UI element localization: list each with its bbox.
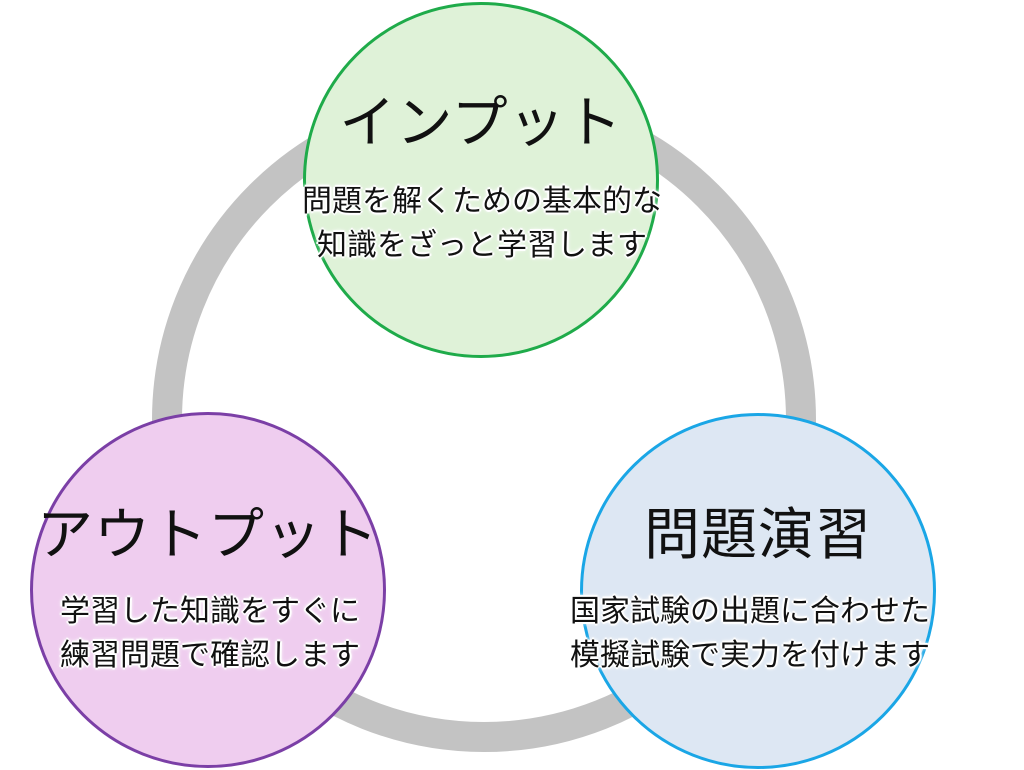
output-description-line: 練習問題で確認します [60, 638, 360, 673]
practice-description-line: 模擬試験で実力を付けます [570, 638, 930, 673]
output-title: アウトプット [37, 503, 379, 568]
practice-title: 問題演習 [644, 503, 872, 568]
output-description: 学習した知識をすぐに 練習問題で確認します [10, 590, 410, 678]
output-description-line: 学習した知識をすぐに [60, 594, 360, 629]
input-title: インプット [339, 91, 623, 156]
practice-circle [580, 413, 936, 769]
input-circle [303, 2, 659, 358]
output-circle [30, 412, 386, 768]
practice-description: 国家試験の出題に合わせた 模擬試験で実力を付けます [500, 590, 1000, 678]
input-description-line: 知識をざっと学習します [317, 228, 647, 263]
practice-description-line: 国家試験の出題に合わせた [570, 594, 930, 629]
input-description: 問題を解くための基本的な 知識をざっと学習します [232, 180, 732, 268]
input-description-line: 問題を解くための基本的な [302, 184, 662, 219]
